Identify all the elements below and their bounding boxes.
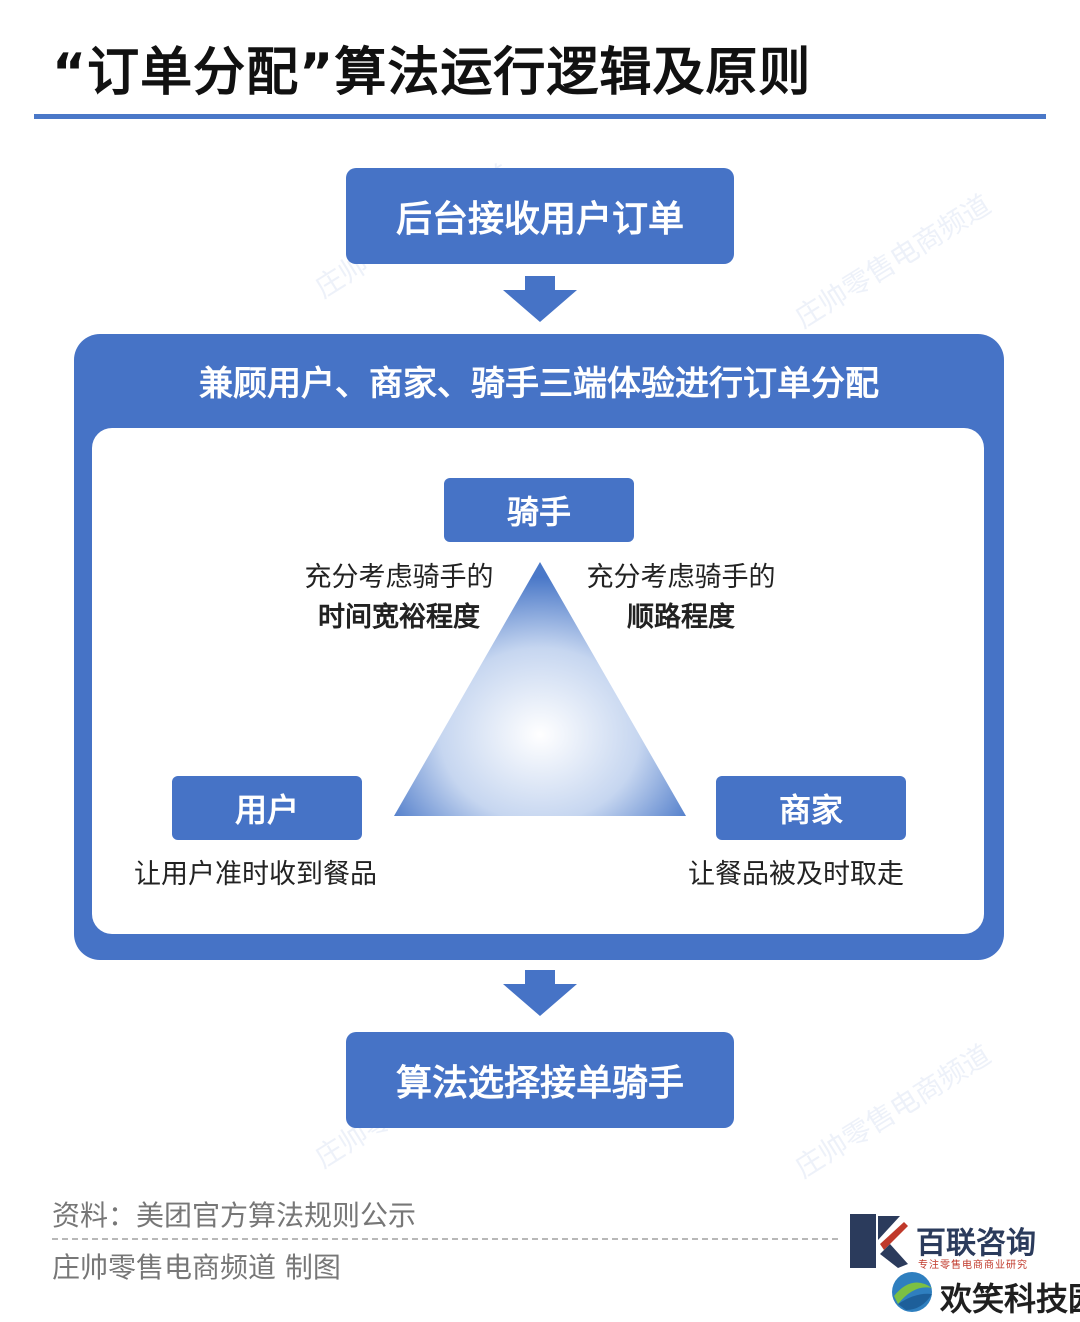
note-left-line1: 充分考虑骑手的 <box>304 562 494 593</box>
bailian-logo-icon <box>850 1214 908 1268</box>
brand2-name: 欢笑科技园 <box>940 1280 1080 1318</box>
role-merchant: 商家 <box>716 776 906 840</box>
source-note: 资料：美团官方算法规则公示 <box>52 1199 417 1232</box>
caption-merchant: 让餐品被及时取走 <box>688 859 904 890</box>
credit-note: 庄帅零售电商频道 制图 <box>52 1251 341 1284</box>
watermark: 庄帅零售电商频道 <box>789 187 997 335</box>
arrow-down-icon <box>503 276 577 322</box>
role-rider: 骑手 <box>444 478 634 542</box>
caption-user: 让用户准时收到餐品 <box>134 859 377 890</box>
step-select-rider: 算法选择接单骑手 <box>346 1032 734 1128</box>
watermark: 庄帅零售电商频道 <box>789 1037 997 1185</box>
note-right-line2: 顺路程度 <box>627 602 735 633</box>
huanxiao-logo-icon <box>892 1272 932 1312</box>
note-route-fit: 充分考虑骑手的 顺路程度 <box>570 558 792 638</box>
triangle-panel: 骑手 充分考虑骑手的 时间宽裕程度 充分考虑骑手的 顺路程度 用户 商家 让用户… <box>92 428 984 934</box>
step-receive-order: 后台接收用户订单 <box>346 168 734 264</box>
brand1-name: 百联咨询 <box>916 1226 1036 1261</box>
page-title: “订单分配”算法运行逻辑及原则 <box>52 43 812 103</box>
title-underline <box>34 114 1046 119</box>
triangle-shape <box>394 562 686 816</box>
arrow-down-icon <box>503 970 577 1016</box>
allocation-frame: 兼顾用户、商家、骑手三端体验进行订单分配 骑手 充分考虑骑手的 时间宽裕程度 充… <box>74 334 1004 960</box>
note-time-slack: 充分考虑骑手的 时间宽裕程度 <box>288 558 510 638</box>
footer-divider <box>52 1238 838 1240</box>
brand1-tagline: 专注零售电商商业研究 <box>918 1260 1028 1271</box>
note-left-line2: 时间宽裕程度 <box>318 602 480 633</box>
role-user: 用户 <box>172 776 362 840</box>
frame-title: 兼顾用户、商家、骑手三端体验进行订单分配 <box>199 364 879 404</box>
note-right-line1: 充分考虑骑手的 <box>586 562 776 593</box>
